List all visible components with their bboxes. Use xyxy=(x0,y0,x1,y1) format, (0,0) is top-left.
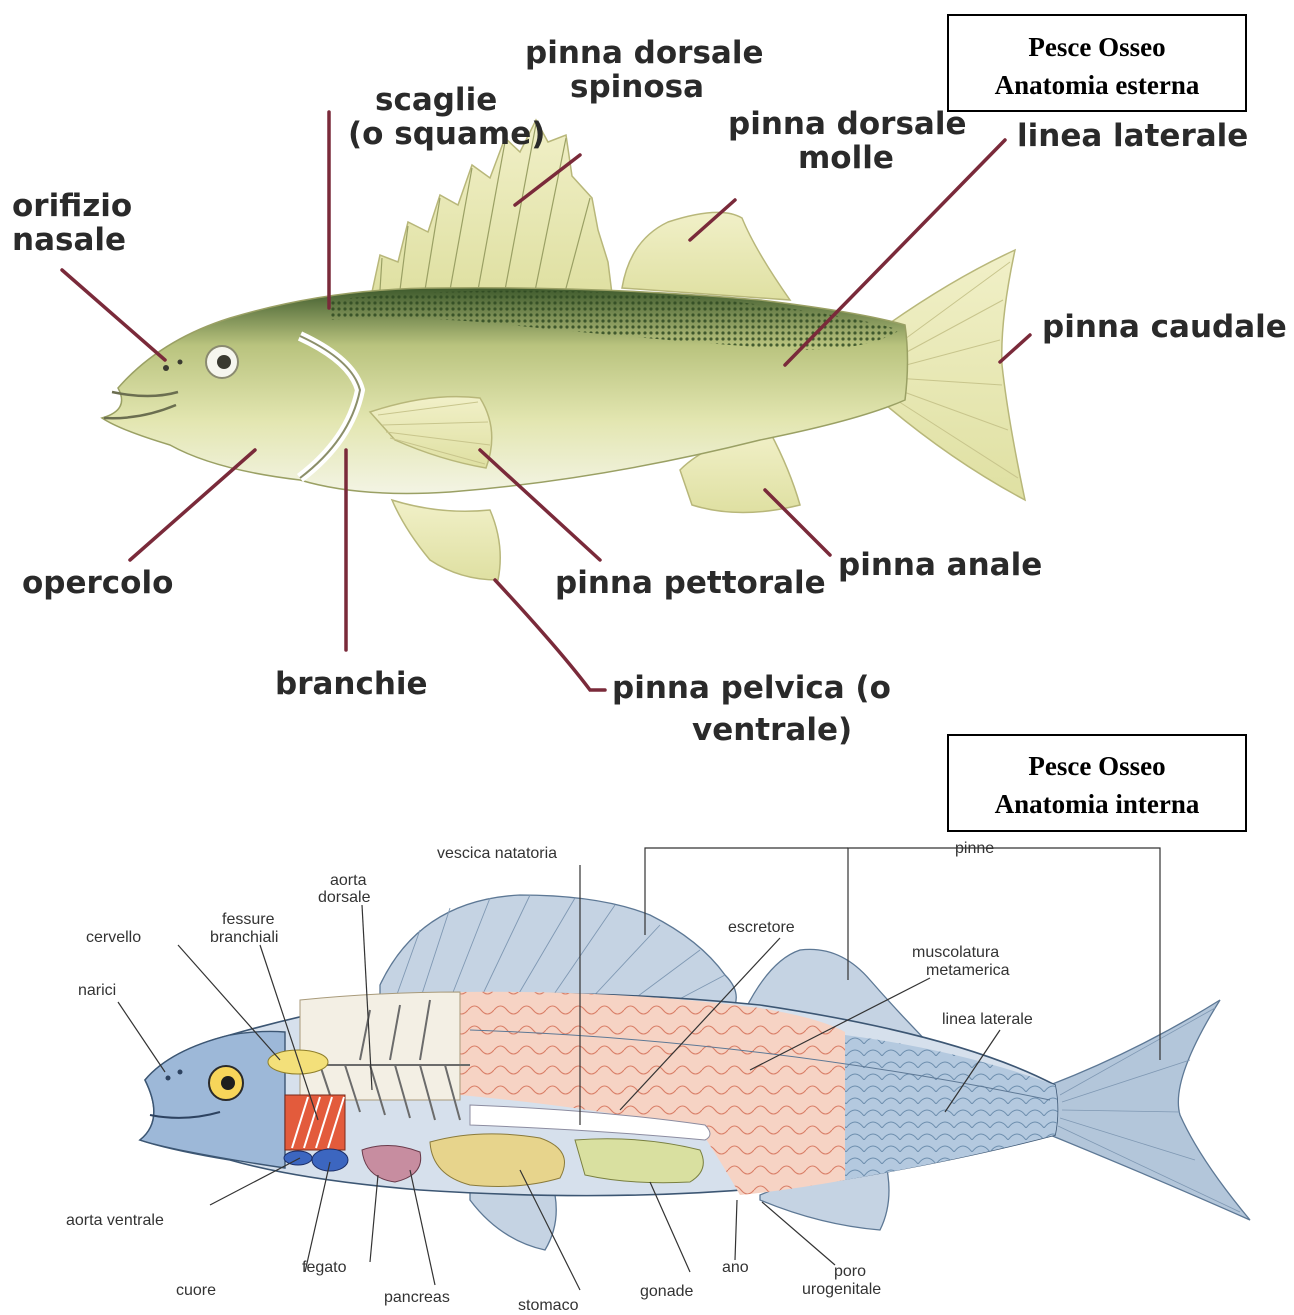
label-heart: cuore xyxy=(176,1282,216,1299)
label-nostril-1: orifizio xyxy=(12,188,132,224)
label-nostril-2: nasale xyxy=(12,222,126,258)
label-operculum: opercolo xyxy=(22,565,173,601)
int-fish-head xyxy=(140,1031,285,1168)
label-pelvic-fin-2: ventrale) xyxy=(692,712,852,748)
external-title-line2: Anatomia esterna xyxy=(995,70,1200,100)
label-muscles-2: metamerica xyxy=(926,962,1010,979)
label-stomach: stomaco xyxy=(518,1297,579,1314)
internal-title-line2: Anatomia interna xyxy=(995,789,1200,819)
label-brain: cervello xyxy=(86,929,141,946)
label-dorsal-aorta-2: dorsale xyxy=(318,889,371,906)
label-gonad: gonade xyxy=(640,1283,693,1300)
external-title-line1: Pesce Osseo xyxy=(1028,32,1165,62)
label-spinous-dorsal-fin-1: pinna dorsale xyxy=(525,35,763,71)
label-scales-1: scaglie xyxy=(375,82,497,118)
label-pelvic-fin-1: pinna pelvica (o xyxy=(612,670,891,706)
external-fish-illustration xyxy=(102,120,1025,580)
external-title-box: Pesce Osseo Anatomia esterna xyxy=(948,15,1246,111)
label-nostrils: narici xyxy=(78,982,116,999)
int-brain xyxy=(268,1050,328,1074)
int-heart xyxy=(312,1149,348,1171)
label-gills: branchie xyxy=(275,666,428,702)
int-skeleton-area xyxy=(300,992,460,1100)
internal-fish-illustration xyxy=(140,895,1250,1250)
internal-title-box: Pesce Osseo Anatomia interna xyxy=(948,735,1246,831)
label-swim-bladder: vescica natatoria xyxy=(437,845,557,862)
label-pancreas: pancreas xyxy=(384,1289,450,1306)
label-soft-dorsal-fin-1: pinna dorsale xyxy=(728,106,966,142)
label-gill-slits-2: branchiali xyxy=(210,929,278,946)
label-gill-slits-1: fessure xyxy=(222,911,275,928)
internal-title-line1: Pesce Osseo xyxy=(1028,751,1165,781)
label-excretory: escretore xyxy=(728,919,795,936)
label-dorsal-aorta-1: aorta xyxy=(330,872,367,889)
label-ventral-aorta: aorta ventrale xyxy=(66,1212,164,1229)
label-lateral-line-int: linea laterale xyxy=(942,1011,1033,1028)
label-scales-2: (o squame) xyxy=(348,116,545,152)
pelvic-fin xyxy=(392,500,500,580)
label-urogenital-2: urogenitale xyxy=(802,1281,881,1298)
label-fins: pinne xyxy=(955,840,994,857)
label-spinous-dorsal-fin-2: spinosa xyxy=(570,69,704,105)
label-caudal-fin: pinna caudale xyxy=(1042,309,1287,345)
label-soft-dorsal-fin-2: molle xyxy=(798,140,894,176)
label-anal-fin: pinna anale xyxy=(838,547,1042,583)
label-lateral-line-ext: linea laterale xyxy=(1017,118,1248,154)
label-anus: ano xyxy=(722,1259,749,1276)
label-muscles-1: muscolatura xyxy=(912,944,999,961)
label-pectoral-fin: pinna pettorale xyxy=(555,565,826,601)
label-urogenital-1: poro xyxy=(834,1263,866,1280)
label-liver: fegato xyxy=(302,1259,347,1276)
